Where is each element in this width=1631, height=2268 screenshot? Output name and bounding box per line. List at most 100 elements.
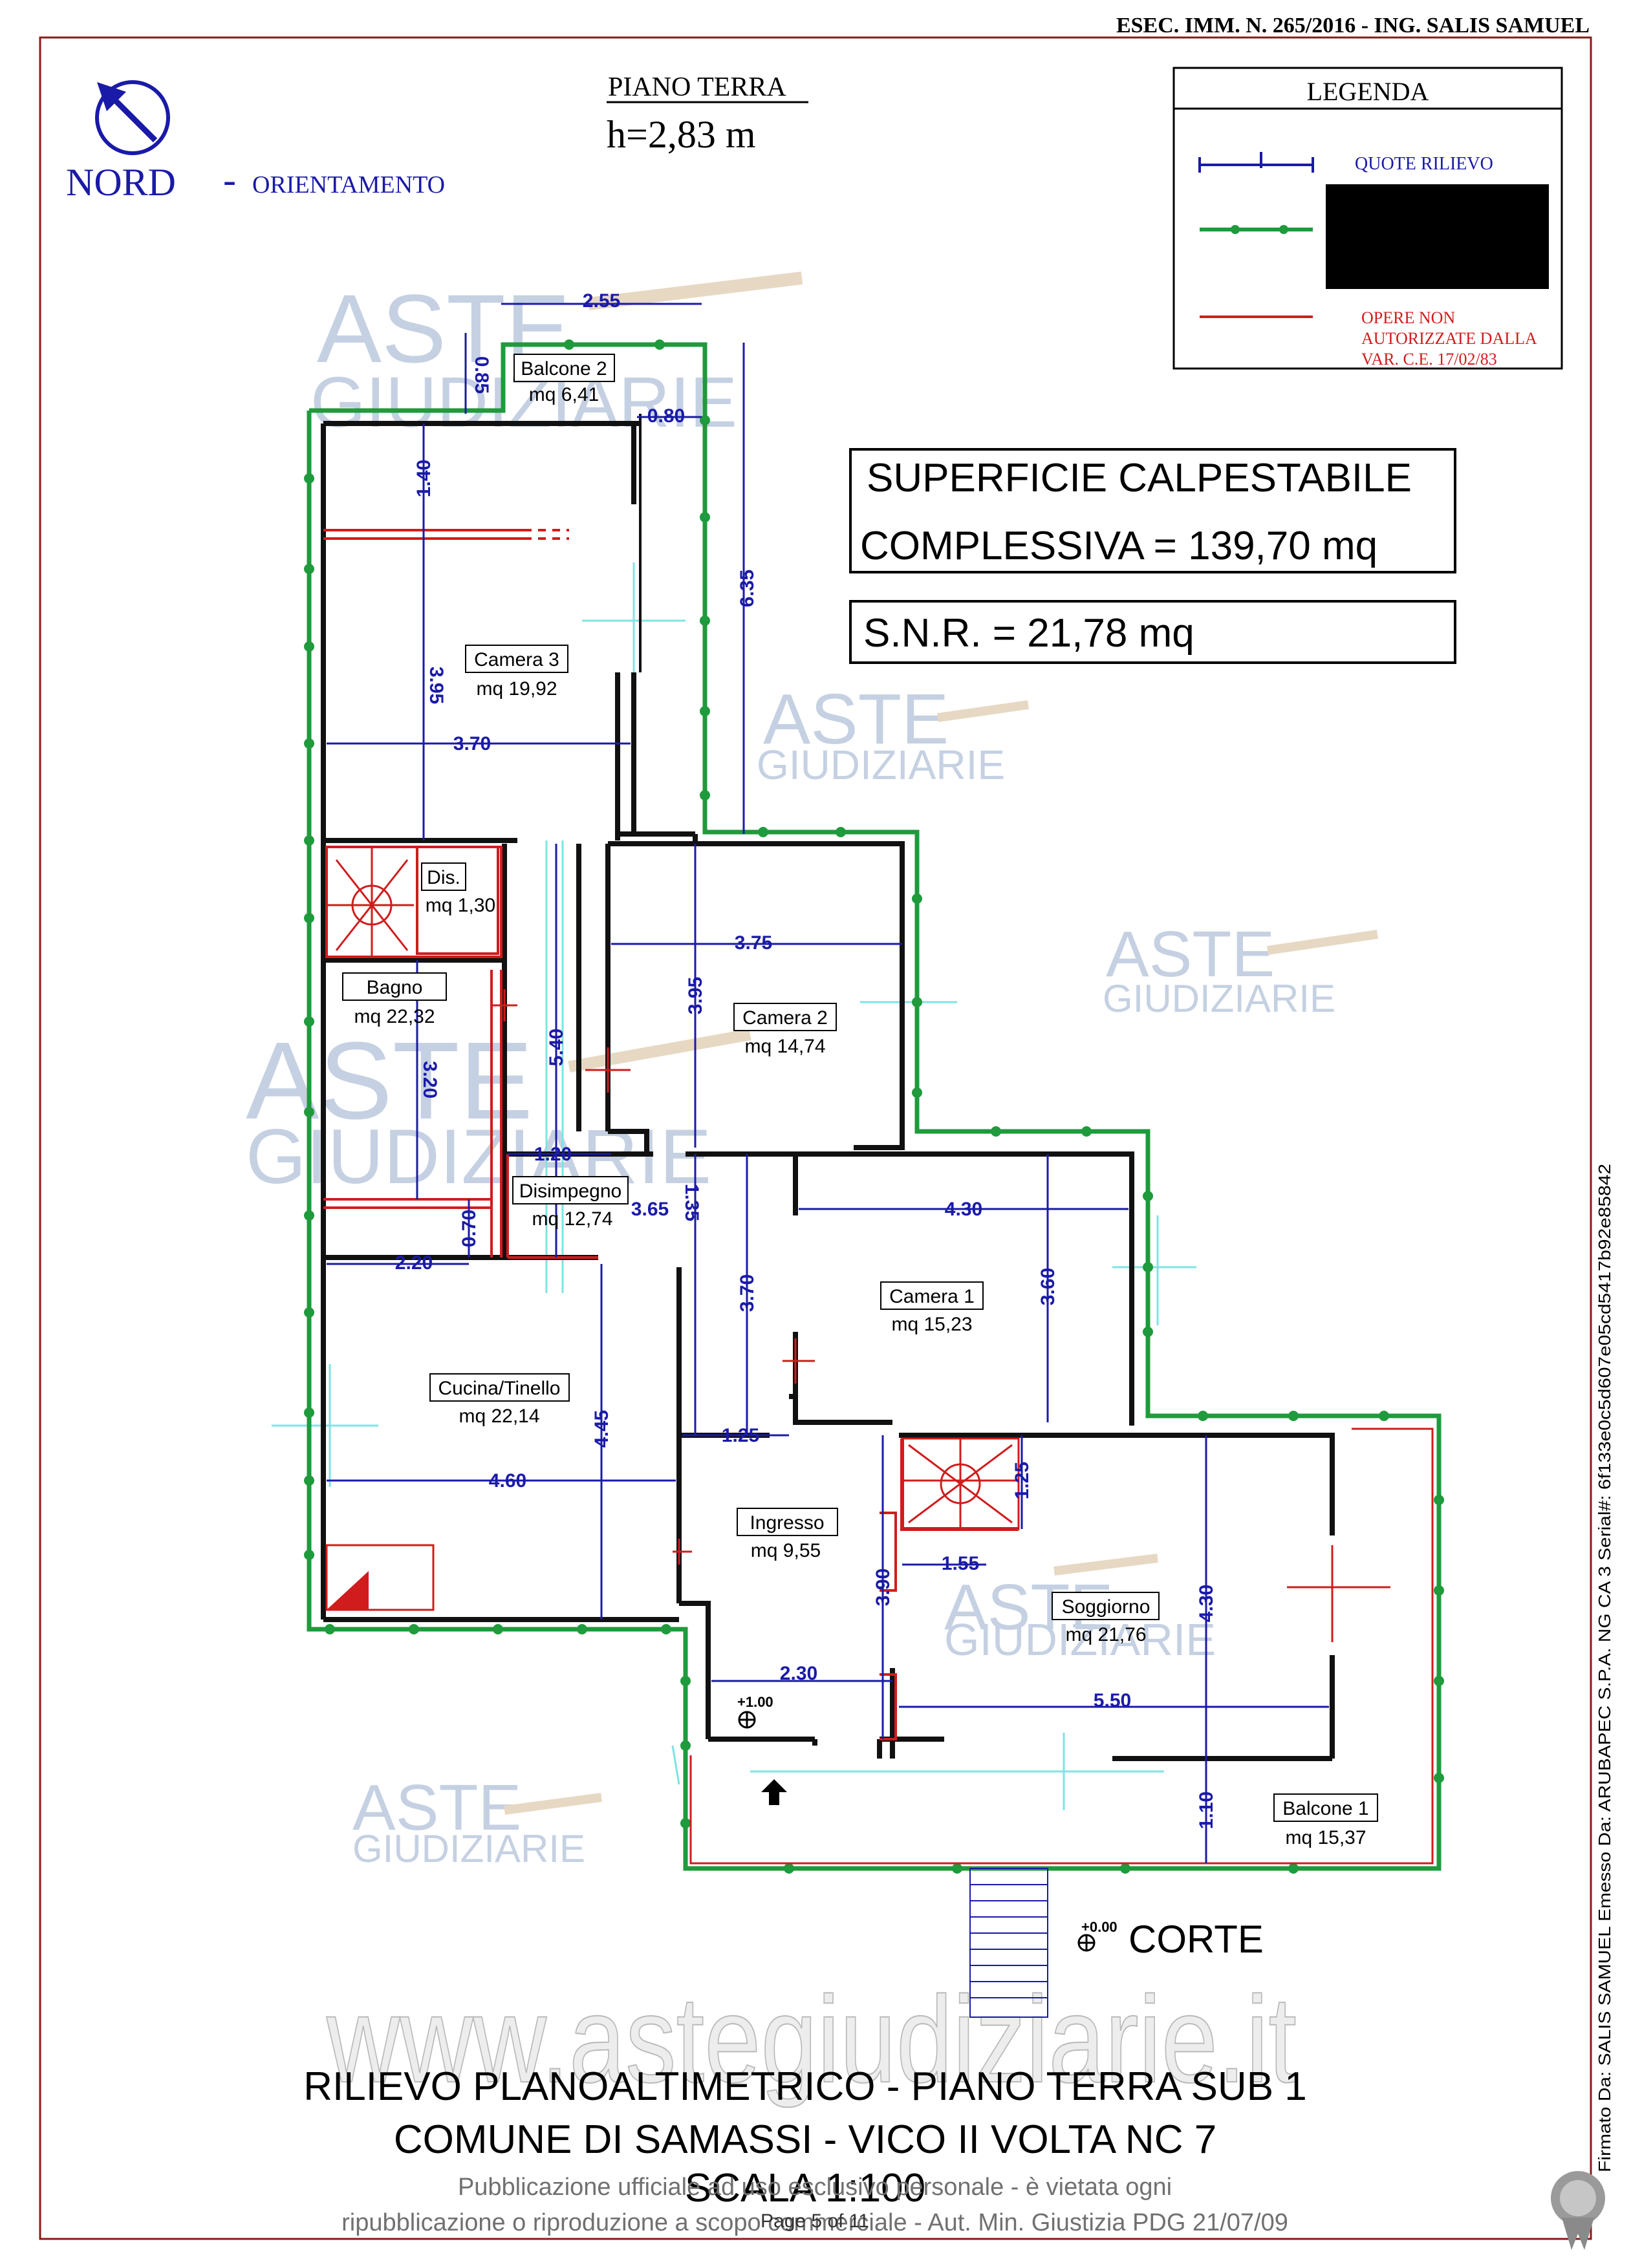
drawing-title: RILIEVO PLANOALTIMETRICO - PIANO TERRA S…: [303, 2064, 1307, 2210]
room-bagno: Bagno mq 22,32: [342, 972, 447, 1027]
level-marker-inner: +1.00: [737, 1694, 773, 1729]
balcone1-outline: [689, 1428, 1434, 1865]
svg-text:Disimpegno: Disimpegno: [519, 1181, 621, 1202]
legend-title: LEGENDA: [1307, 77, 1429, 106]
svg-text:+1.00: +1.00: [737, 1694, 773, 1710]
orientation-label: ORIENTAMENTO: [252, 171, 445, 198]
svg-text:VAR. C.E. 17/02/83: VAR. C.E. 17/02/83: [1361, 350, 1497, 369]
watermark-logo: ASTE GIUDIZIARIE: [352, 1771, 602, 1870]
dim-label: 5.40: [546, 1029, 567, 1066]
dim-label: 0.85: [471, 356, 492, 394]
svg-text:mq 19,92: mq 19,92: [476, 678, 557, 700]
room-labels: Balcone 2 mq 6,41 Camera 3 mq 19,92 Dis.…: [342, 354, 1378, 1848]
legend: LEGENDA QUOTE RILIEVO OPERE NON AUTORIZZ…: [1172, 67, 1563, 370]
svg-text:mq 22,32: mq 22,32: [354, 1006, 435, 1027]
dim-label: 3.95: [685, 977, 706, 1014]
legend-redacted-block: [1326, 184, 1549, 289]
svg-text:ASTE: ASTE: [352, 1771, 521, 1844]
floor-height: h=2,83 m: [607, 113, 756, 156]
svg-text:SUPERFICIE CALPESTABILE: SUPERFICIE CALPESTABILE: [867, 456, 1412, 500]
seal-icon: [1551, 2171, 1605, 2250]
svg-text:COMPLESSIVA = 139,70 mq: COMPLESSIVA = 139,70 mq: [860, 524, 1377, 568]
publication-footer: Pubblicazione ufficiale ad uso esclusivo…: [341, 2174, 1288, 2236]
dim-label: 3.65: [631, 1199, 669, 1220]
room-disimpegno: Disimpegno mq 12,74: [512, 1176, 629, 1230]
room-ingresso: Ingresso mq 9,55: [737, 1508, 838, 1561]
balcone2-walls: [639, 414, 642, 672]
page-border: [39, 36, 1592, 2240]
watermark-site: www.astegiudiziarie.it: [326, 1971, 1297, 2108]
dim-label: 0.80: [647, 405, 685, 427]
dim-label: 1.10: [1196, 1792, 1217, 1829]
dim-label: 5.50: [1094, 1690, 1131, 1711]
dim-label: 3.95: [426, 667, 447, 704]
svg-text:ASTE: ASTE: [1106, 918, 1275, 990]
room-camera-2: Camera 2 mq 14,74: [733, 1003, 837, 1057]
dim-label: 4.30: [1196, 1585, 1217, 1622]
court-label: CORTE: [1129, 1918, 1264, 1961]
svg-text:mq 22,14: mq 22,14: [459, 1406, 539, 1427]
svg-text:mq 14,74: mq 14,74: [744, 1036, 825, 1057]
stair-red-icon: [327, 847, 414, 957]
svg-text:RILIEVO PLANOALTIMETRICO - PIA: RILIEVO PLANOALTIMETRICO - PIANO TERRA S…: [303, 2064, 1307, 2109]
dim-label: 1.25: [1011, 1462, 1033, 1499]
room-dis: Dis. mq 1,30: [421, 862, 495, 916]
svg-text:GIUDIZIARIE: GIUDIZIARIE: [944, 1614, 1216, 1665]
legend-item-unauthorized: OPERE NON: [1361, 308, 1455, 327]
svg-text:Balcone 2: Balcone 2: [521, 358, 607, 380]
svg-text:Cucina/Tinello: Cucina/Tinello: [438, 1378, 561, 1399]
room-camera-3: Camera 3 mq 19,92: [465, 645, 568, 700]
room-balcone-2: Balcone 2 mq 6,41: [513, 354, 615, 405]
dim-label: 3.70: [737, 1274, 758, 1312]
room-soggiorno: Soggiorno mq 21,76: [1052, 1592, 1160, 1645]
dim-label: 3.20: [419, 1061, 440, 1098]
svg-text:-: -: [223, 158, 236, 201]
dim-label: 6.35: [737, 570, 758, 607]
svg-text:Camera 1: Camera 1: [889, 1286, 975, 1307]
svg-text:COMUNE DI SAMASSI - VICO II VO: COMUNE DI SAMASSI - VICO II VOLTA NC 7: [394, 2117, 1216, 2162]
svg-text:mq 21,76: mq 21,76: [1065, 1624, 1146, 1645]
level-marker-court: +0.00 CORTE: [1077, 1918, 1264, 1961]
room-balcone-1: Balcone 1 mq 15,37: [1273, 1793, 1378, 1848]
dimension-lines: [327, 303, 1329, 1863]
entrance-arrow-icon: [761, 1779, 787, 1805]
svg-text:mq 1,30: mq 1,30: [426, 895, 495, 916]
legend-item-survey: QUOTE RILIEVO: [1355, 154, 1493, 174]
watermark-layer: ASTE GIUDIZIARIE ASTE GIUDIZIARIE ASTE G…: [246, 272, 1379, 2109]
dim-label: 1.20: [534, 1144, 572, 1165]
snr-value: S.N.R. = 21,78 mq: [863, 611, 1194, 656]
dim-label: 3.90: [872, 1568, 894, 1606]
svg-text:mq 15,23: mq 15,23: [891, 1314, 972, 1335]
document-header: ESEC. IMM. N. 265/2016 - ING. SALIS SAMU…: [1116, 14, 1590, 37]
svg-text:mq 9,55: mq 9,55: [751, 1540, 821, 1561]
svg-text:+0.00: +0.00: [1081, 1919, 1118, 1935]
svg-text:Soggiorno: Soggiorno: [1062, 1596, 1150, 1618]
dim-label: 0.70: [459, 1210, 480, 1247]
dim-label: 1.25: [722, 1425, 759, 1446]
svg-text:Bagno: Bagno: [367, 977, 423, 998]
dim-label: 4.45: [591, 1410, 612, 1448]
surface-summary: SUPERFICIE CALPESTABILE COMPLESSIVA = 13…: [849, 448, 1456, 664]
dim-label: 2.55: [583, 290, 620, 312]
dim-label: 1.40: [413, 460, 435, 497]
stair-corner-icon: [325, 1544, 435, 1611]
svg-text:Ingresso: Ingresso: [750, 1512, 824, 1534]
external-stair-icon: [969, 1868, 1048, 2018]
compass-circle: [95, 80, 170, 155]
dim-label: 2.30: [780, 1663, 817, 1684]
svg-text:GIUDIZIARIE: GIUDIZIARIE: [757, 742, 1005, 788]
svg-text:GIUDIZIARIE: GIUDIZIARIE: [352, 1827, 585, 1870]
room-camera-1: Camera 1 mq 15,23: [880, 1281, 984, 1335]
svg-text:SCALA 1:100: SCALA 1:100: [685, 2166, 925, 2210]
svg-text:Camera 2: Camera 2: [742, 1007, 828, 1029]
svg-text:GIUDIZIARIE: GIUDIZIARIE: [1103, 977, 1335, 1020]
north-arrow-head-icon: [97, 82, 126, 111]
dim-label: 3.75: [735, 932, 772, 954]
dim-label: 1.35: [681, 1184, 702, 1221]
north-orientation: NORD - ORIENTAMENTO: [66, 80, 445, 204]
svg-text:Camera 3: Camera 3: [474, 649, 559, 670]
svg-text:Balcone 1: Balcone 1: [1282, 1798, 1368, 1819]
room-cucina-tinello: Cucina/Tinello mq 22,14: [429, 1373, 570, 1427]
north-arrow-icon: [107, 92, 158, 143]
